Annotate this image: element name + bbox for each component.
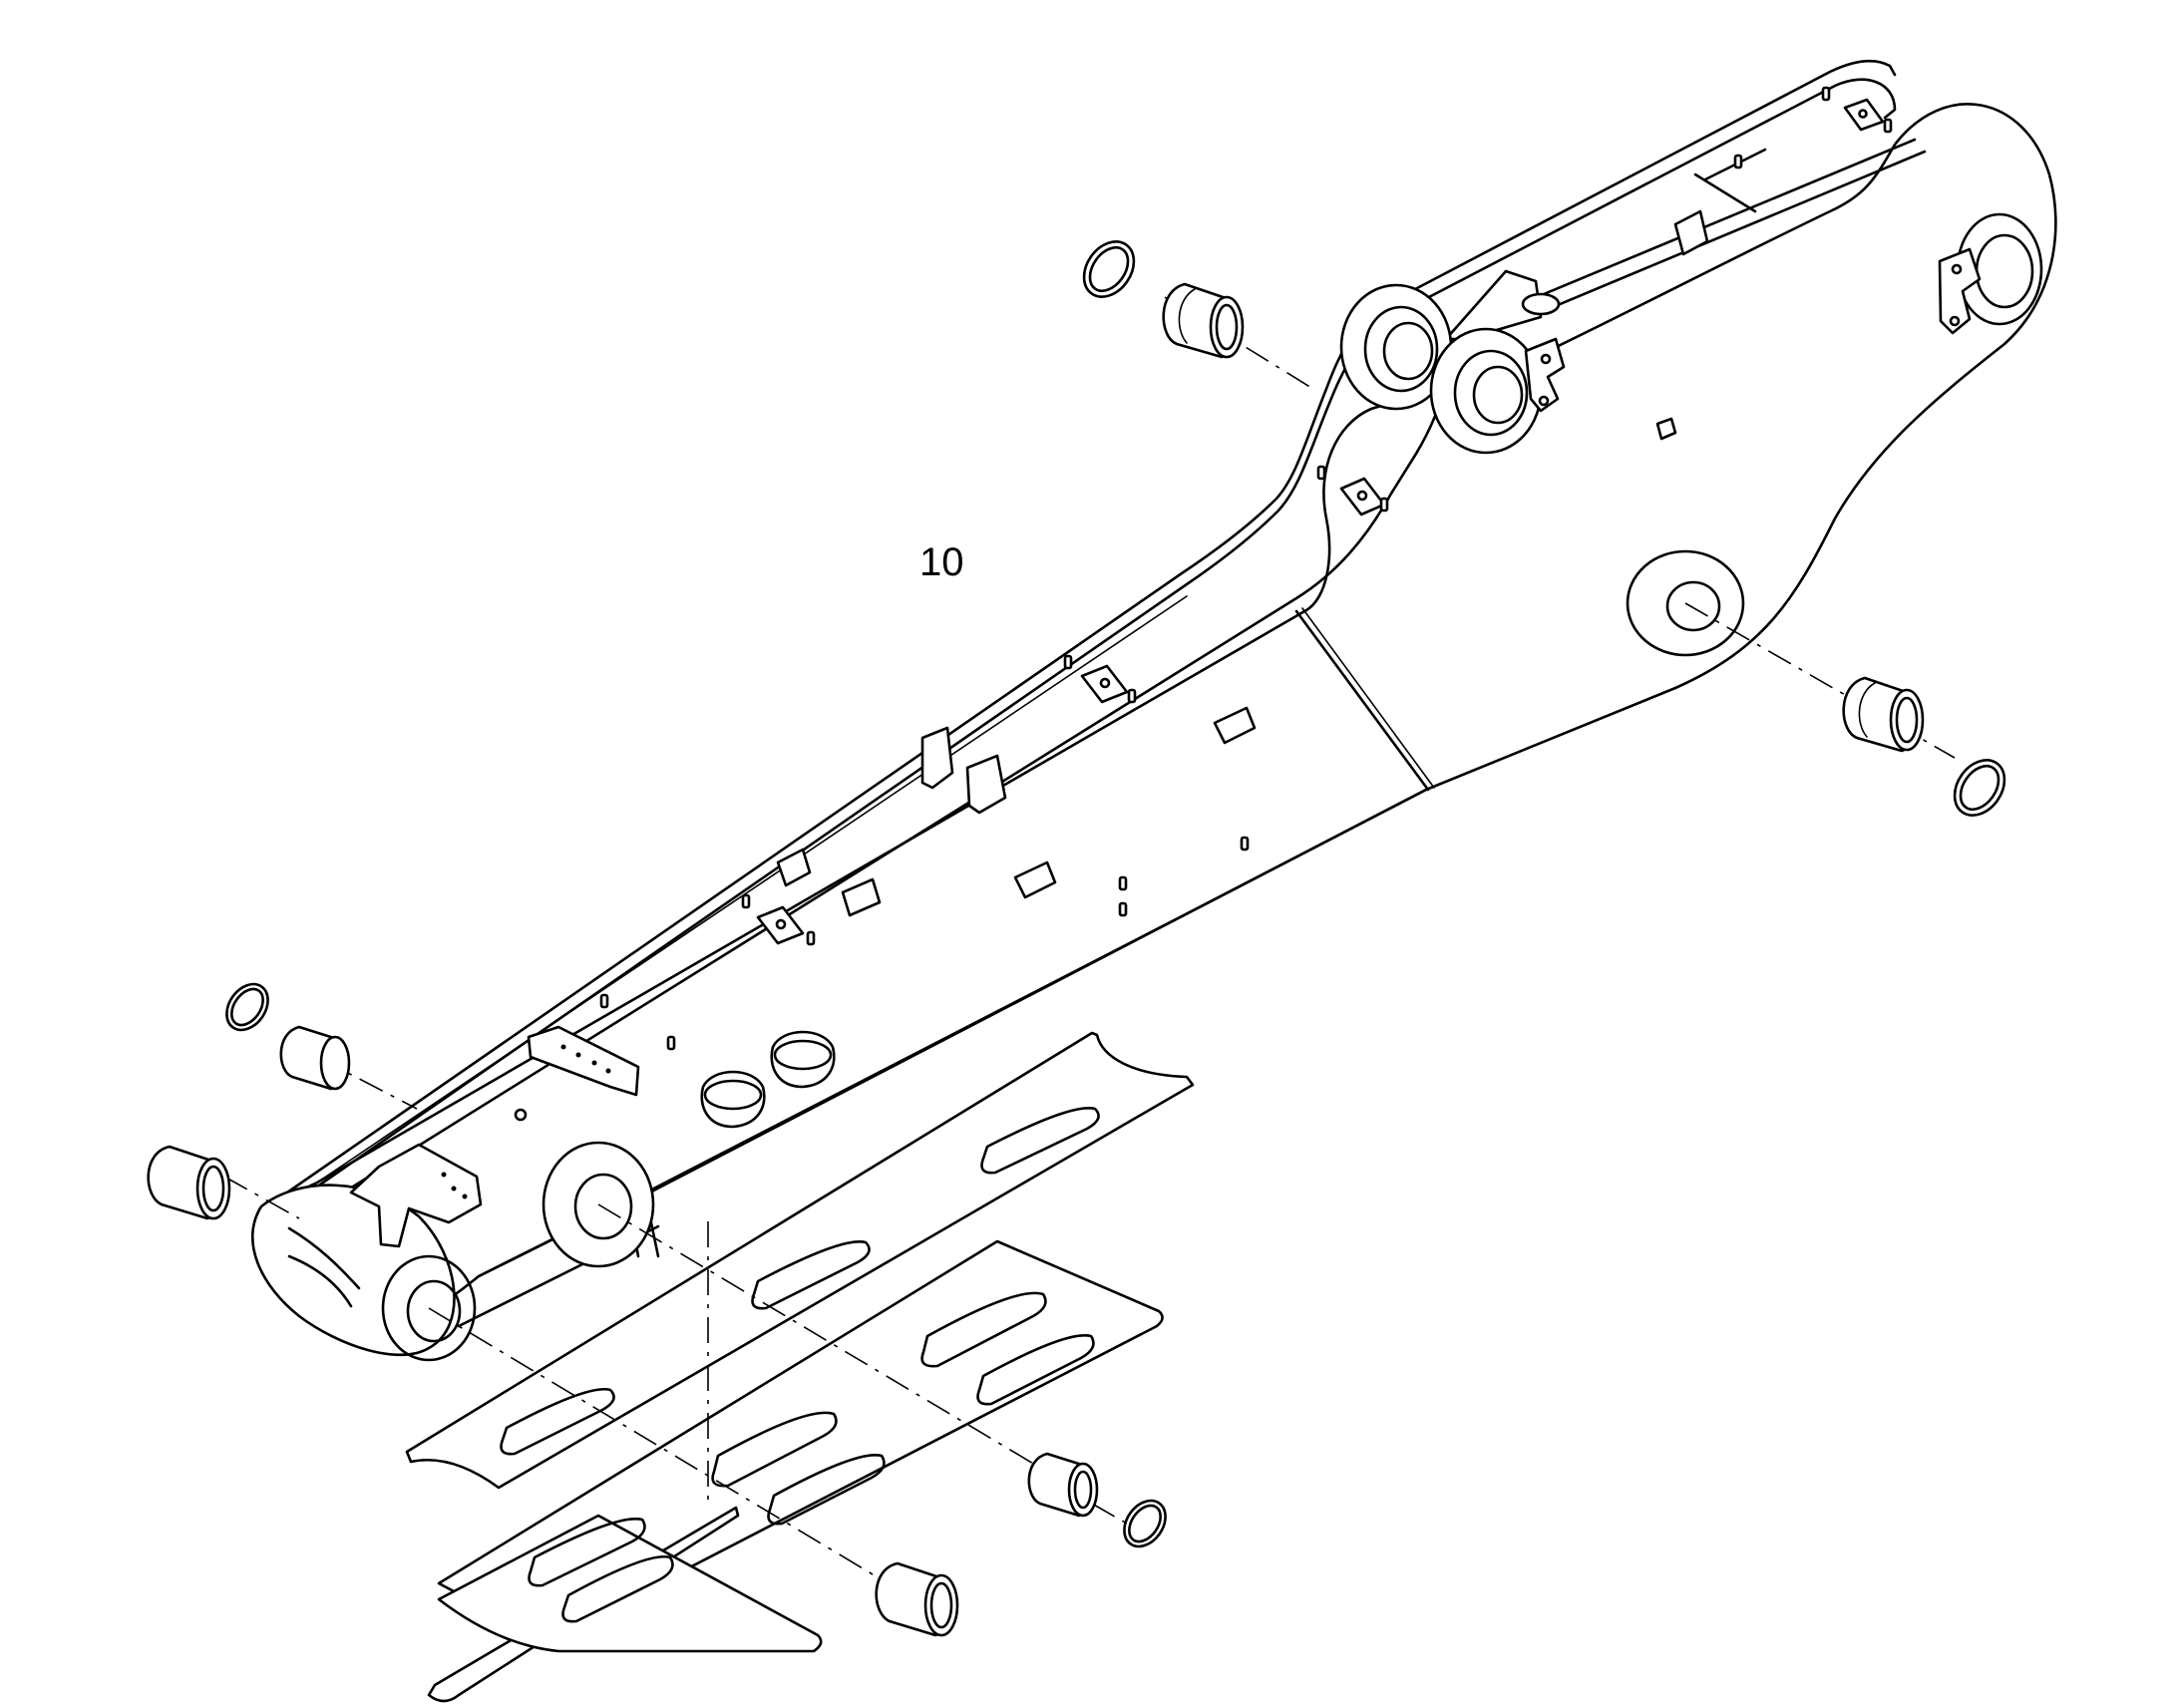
rect-plates — [756, 98, 1885, 945]
bushing-tip-upper — [279, 1025, 351, 1091]
perforated-tab — [527, 1025, 640, 1097]
snap-ring-lower — [1123, 1499, 1167, 1548]
upper-pivot-boss-right — [1429, 327, 1543, 455]
snap-ring-tip — [225, 982, 269, 1032]
boom-arm — [271, 59, 2057, 1328]
top-lug — [1938, 247, 1982, 335]
upper-pivot-boss-left — [1339, 283, 1453, 411]
bushing-side — [1842, 676, 1925, 753]
bushing-mid-lower — [1027, 1452, 1099, 1518]
part-callout-label: 10 — [919, 540, 964, 584]
round-pad-left — [700, 1070, 766, 1129]
upper-shim-plate — [405, 1031, 1195, 1490]
upper-lug — [1524, 337, 1566, 413]
block-pads — [776, 209, 1709, 917]
grease-nipples — [514, 86, 1893, 1122]
tip-bracket — [349, 1143, 483, 1248]
snap-ring-upper — [1082, 240, 1136, 298]
bushing-tip-bottom — [875, 1561, 959, 1637]
bushing-upper — [1162, 282, 1245, 359]
bushing-tip-lower — [147, 1145, 231, 1220]
lower-shim-plate — [427, 1506, 823, 1703]
snap-ring-side — [1953, 759, 2006, 817]
round-pad-right — [770, 1030, 836, 1089]
